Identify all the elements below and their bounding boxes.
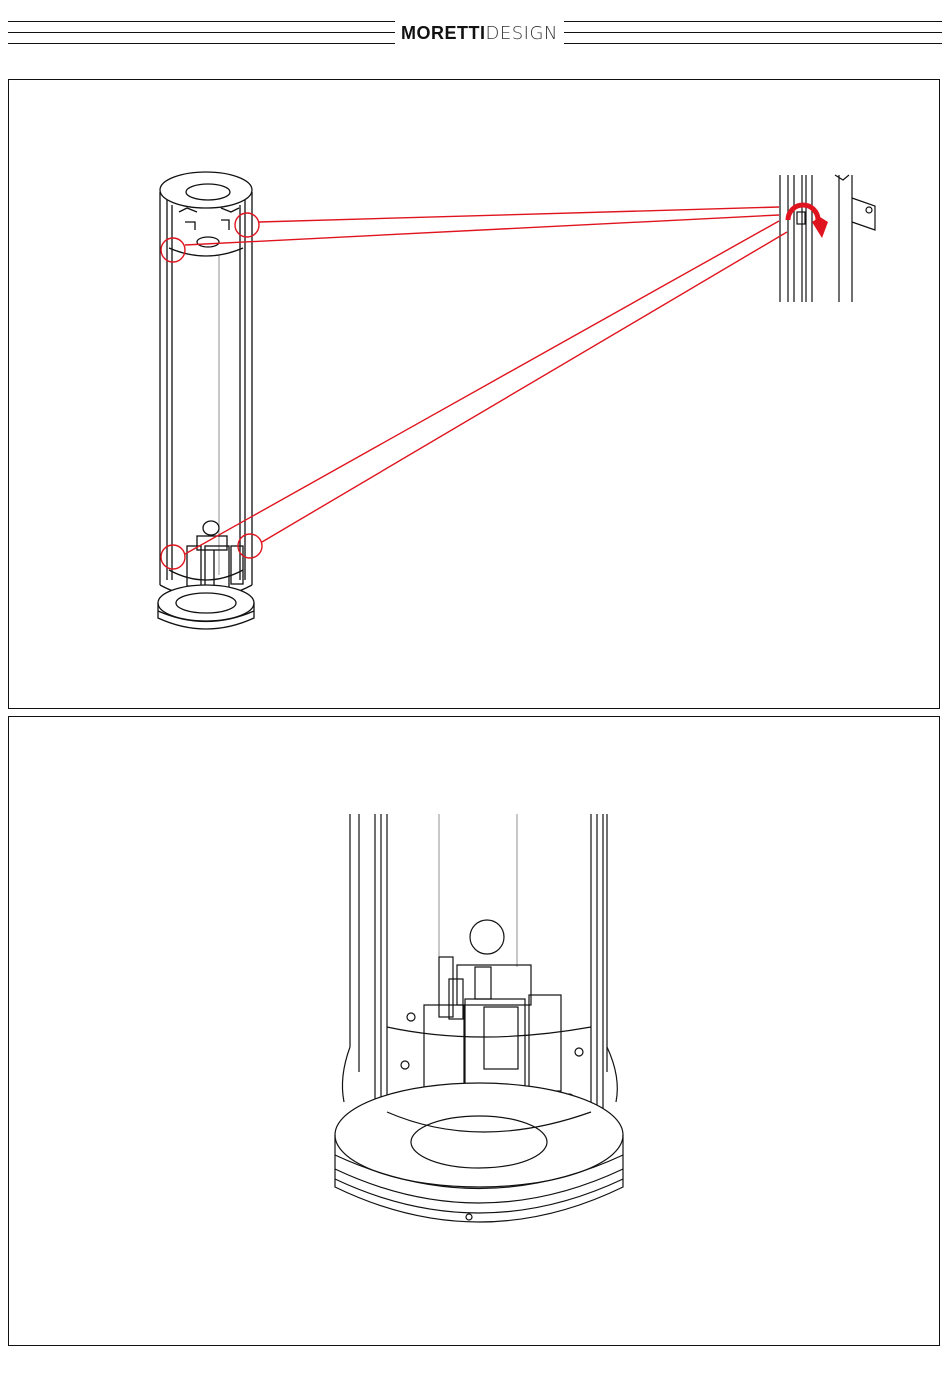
- callout-line: [262, 232, 787, 542]
- callout-circle-top-right: [235, 213, 259, 237]
- callout-markers: [161, 207, 787, 569]
- column-drawing: [158, 172, 254, 629]
- callout-line: [259, 207, 779, 222]
- figure-panel-1: [8, 79, 940, 709]
- base-detail-illustration: [9, 717, 941, 1347]
- callout-line: [185, 221, 779, 554]
- figure-panel-2: [8, 716, 940, 1346]
- brand-name-light: DESIGN: [486, 23, 558, 44]
- brand-name-bold: MORETTI: [401, 23, 486, 44]
- overview-illustration: [9, 80, 941, 710]
- callout-line: [185, 215, 779, 245]
- callout-circle-bottom-left: [161, 545, 185, 569]
- detail-inset: [780, 175, 875, 302]
